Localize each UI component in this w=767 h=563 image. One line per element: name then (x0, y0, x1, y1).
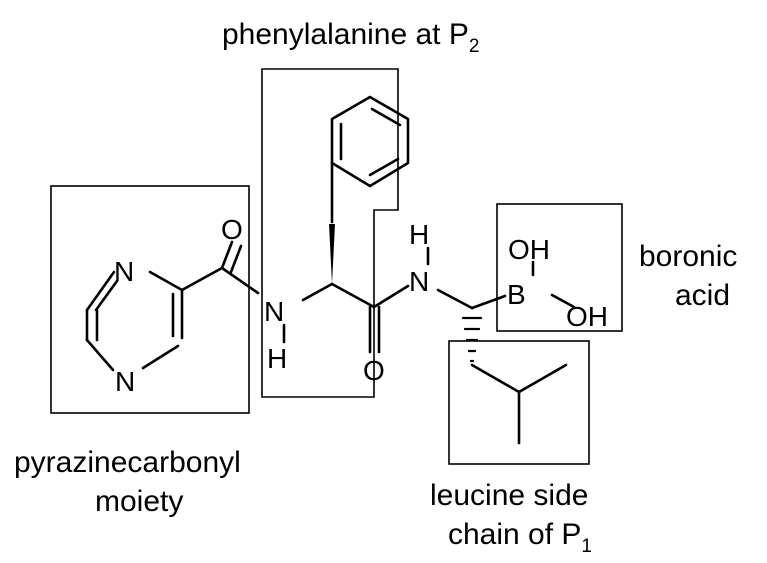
caption-chain-of-p: chain of P1 (448, 518, 592, 557)
pyrazine-ring (85, 240, 260, 372)
atom-h-amide-2: H (409, 219, 429, 250)
atom-b-boron: B (507, 279, 526, 310)
caption-acid: acid (675, 279, 730, 312)
phenylalanine-residue (282, 95, 430, 354)
boroleucine-residue (436, 260, 576, 445)
atom-h-amide-1: H (267, 343, 287, 374)
atom-o-carbonyl-1: O (221, 214, 243, 245)
leucine-box (448, 340, 590, 465)
atom-n-amide-1: N (264, 296, 284, 327)
atom-oh-top: OH (508, 234, 550, 265)
pyrazinecarbonyl-box (50, 185, 250, 414)
caption-moiety: moiety (95, 485, 183, 518)
boronic-acid-box (496, 203, 623, 332)
wedge-bond-1 (329, 224, 335, 284)
atom-n-amide-2: N (409, 266, 429, 297)
hashed-bond (461, 316, 483, 363)
atom-n-ring-top: N (114, 256, 134, 287)
atom-oh-right: OH (566, 301, 608, 332)
caption-pyrazinecarbonyl: pyrazinecarbonyl (14, 446, 241, 479)
caption-phenylalanine: phenylalanine at P2 (222, 18, 479, 57)
phenylalanine-box (261, 68, 399, 398)
atom-n-ring-bottom: N (115, 366, 135, 397)
caption-leucine-side: leucine side (430, 479, 588, 512)
caption-boronic: boronic (639, 240, 737, 273)
atom-o-carbonyl-2: O (363, 355, 385, 386)
